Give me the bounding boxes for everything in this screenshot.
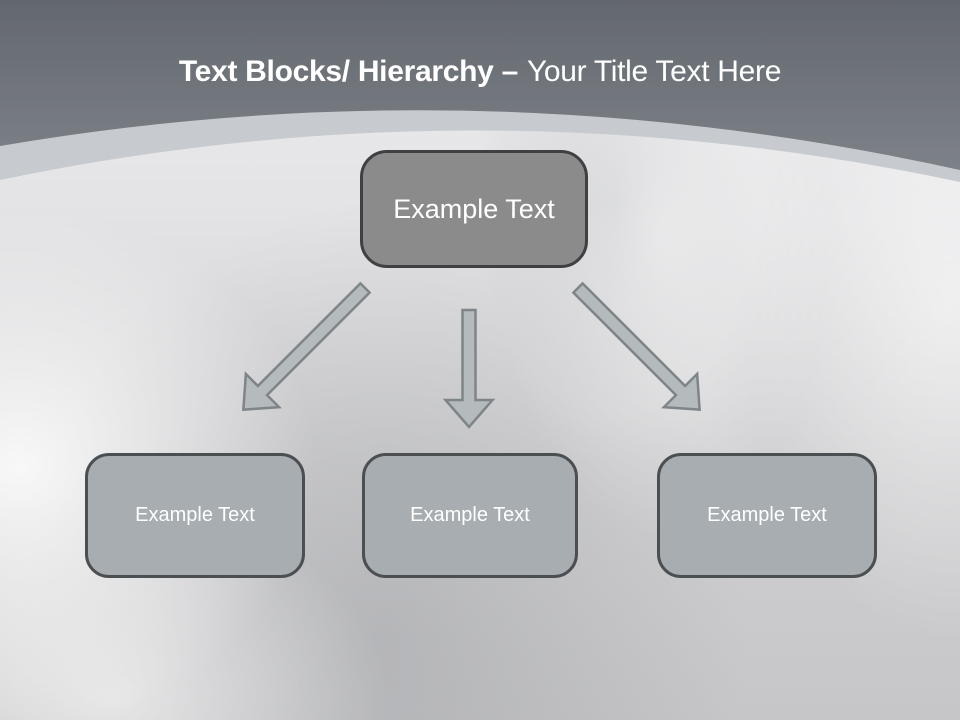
root-node: Example Text (360, 150, 588, 268)
arrow-down-icon (442, 308, 496, 429)
root-node-label: Example Text (393, 193, 555, 224)
slide-title: Text Blocks/ Hierarchy –Your Title Text … (0, 55, 960, 89)
child-node-1: Example Text (85, 453, 305, 578)
child-node-label: Example Text (135, 504, 255, 526)
title-placeholder-text: Your Title Text Here (526, 55, 782, 88)
title-topic-text: Text Blocks/ Hierarchy – (178, 55, 518, 88)
child-node-3: Example Text (657, 453, 877, 578)
arrow-down-left-icon (242, 281, 372, 411)
child-node-2: Example Text (362, 453, 578, 578)
connector-arrows (242, 281, 701, 429)
child-node-label: Example Text (707, 504, 827, 526)
arrow-down-right-icon (571, 281, 701, 411)
child-node-label: Example Text (410, 504, 530, 526)
header-curve (0, 0, 960, 170)
header-banner (0, 0, 960, 182)
